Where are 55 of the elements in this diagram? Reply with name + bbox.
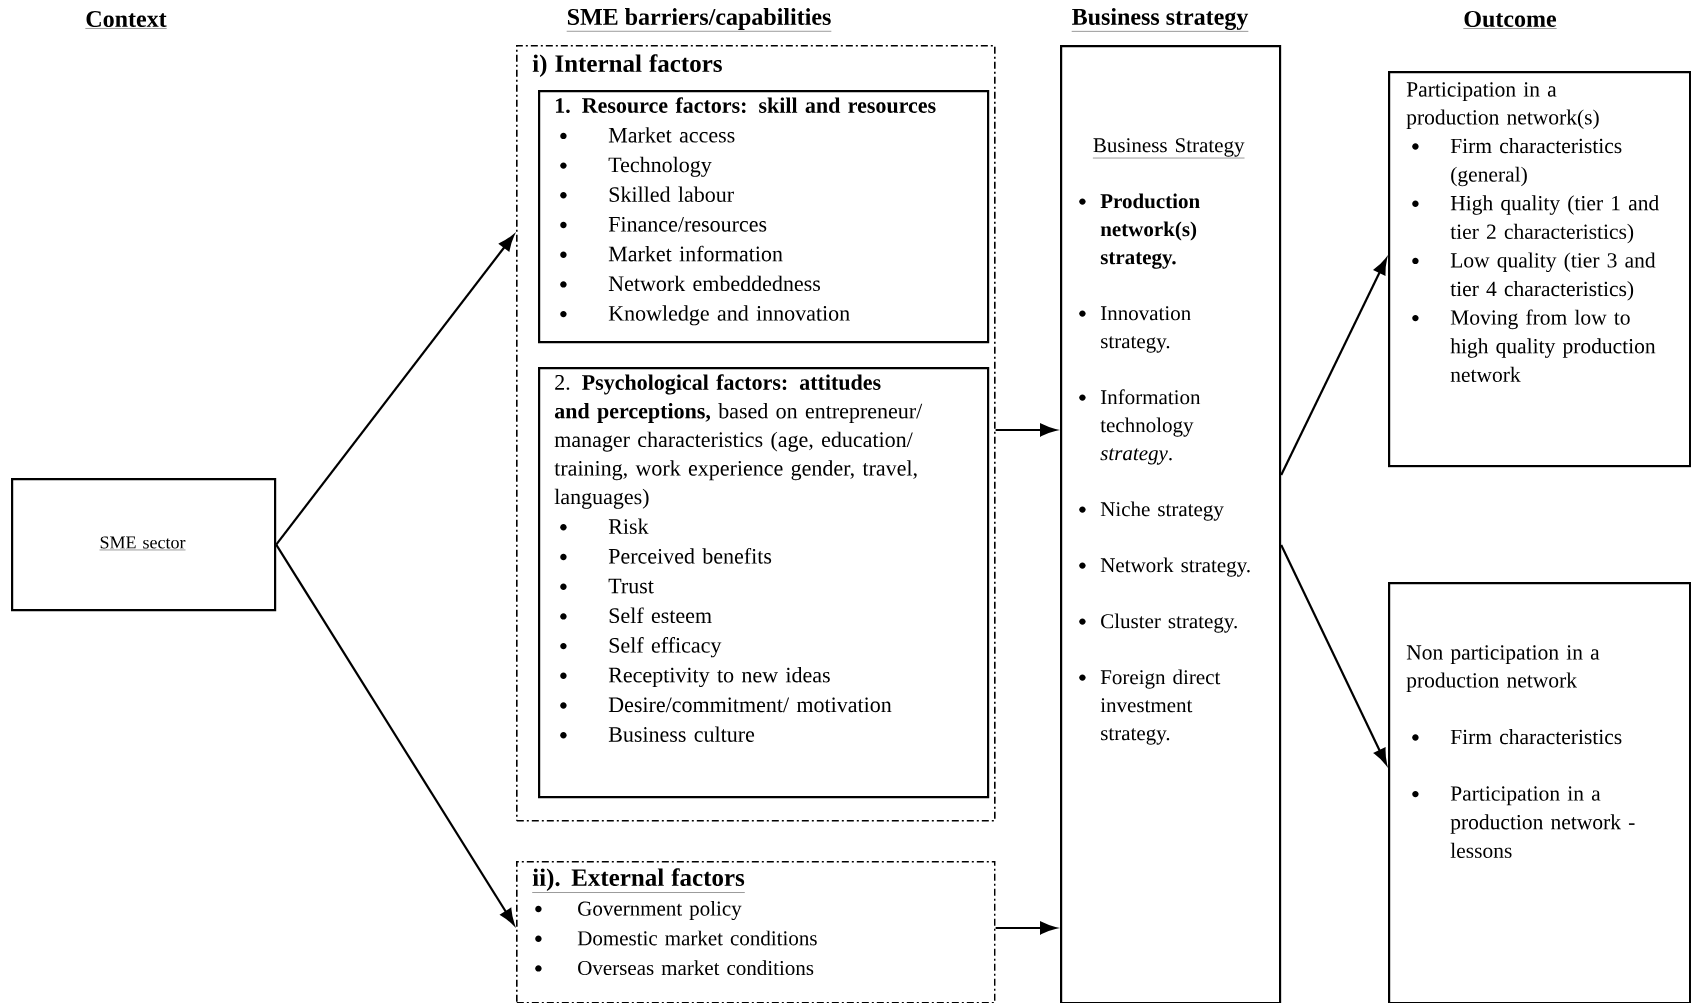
list-item: Desire/commitment/ motivation (560, 697, 892, 713)
list-item: Perceived benefits (560, 548, 772, 564)
text-box (538, 90, 990, 344)
list-item: Niche strategy (1079, 501, 1224, 521)
heading: 2. Psychological factors: attitudes and perceptions, based on entrepreneur/ manager characteristics (age, education/ training, work experience gender, travel, languages) (554, 374, 923, 509)
list-item: Skilled labour (560, 186, 734, 202)
column-heading: Context (85, 10, 167, 29)
list-item: Self efficacy (560, 637, 722, 658)
text-box (1060, 45, 1282, 1003)
list-item: Innovation strategy. (1079, 306, 1191, 353)
text-box (516, 861, 996, 1003)
list-item: Risk (560, 518, 649, 534)
heading: ii). External factors (532, 868, 745, 893)
list-item: Cluster strategy. (1079, 613, 1237, 633)
heading: i) Internal factors (532, 54, 722, 78)
list-item: Firm characteristics (1412, 729, 1622, 745)
list-item: Self esteem (560, 607, 712, 624)
heading: SME sector (99, 536, 186, 551)
arrow (995, 423, 1057, 437)
list-item: Receptivity to new ideas (560, 667, 830, 688)
list-item: Foreign direct investment strategy. (1079, 669, 1221, 745)
list-item: Network embeddedness (560, 275, 820, 292)
list-item: Moving from low to high quality production network (1412, 309, 1656, 382)
list-item: Network strategy. (1079, 557, 1250, 577)
text-box (516, 45, 996, 822)
list-item: Market information (560, 245, 783, 262)
text-box (538, 367, 990, 799)
list-item: High quality (tier 1 and tier 2 characteristics) (1412, 195, 1659, 244)
list-item: Government policy (535, 900, 742, 921)
list-item: Information technology strategy. (1079, 389, 1201, 465)
list-item: Trust (560, 578, 654, 594)
heading: 1. Resource factors: skill and resources (555, 97, 936, 113)
list-item: Participation in a production network - lessons (1412, 786, 1635, 858)
list-item: Technology (560, 156, 712, 177)
column-heading: SME barriers/capabilities (566, 8, 832, 32)
text-box (1388, 71, 1691, 468)
arrow (995, 921, 1057, 935)
arrow (1280, 544, 1387, 765)
heading: Business Strategy (1092, 138, 1245, 159)
list-item: Overseas market conditions (535, 960, 814, 976)
column-heading: Outcome (1463, 10, 1557, 29)
arrow (275, 234, 515, 546)
list-item: Knowledge and innovation (560, 305, 850, 326)
list-item: Domestic market conditions (535, 930, 817, 946)
list-item: Finance/resources (560, 216, 767, 232)
arrow (1280, 258, 1387, 476)
list-item: Low quality (tier 3 and tier 4 characteristics) (1412, 252, 1656, 301)
list-item: Firm characteristics (general) (1412, 138, 1622, 187)
text-box (11, 478, 277, 612)
list-item: Business culture (560, 726, 755, 742)
heading: Participation in a production network(s) (1406, 82, 1599, 129)
list-item: Production network(s) strategy. (1079, 193, 1200, 269)
heading: Non participation in a production network (1406, 645, 1600, 692)
text-box (1388, 582, 1691, 1003)
list-item: Market access (560, 127, 735, 143)
